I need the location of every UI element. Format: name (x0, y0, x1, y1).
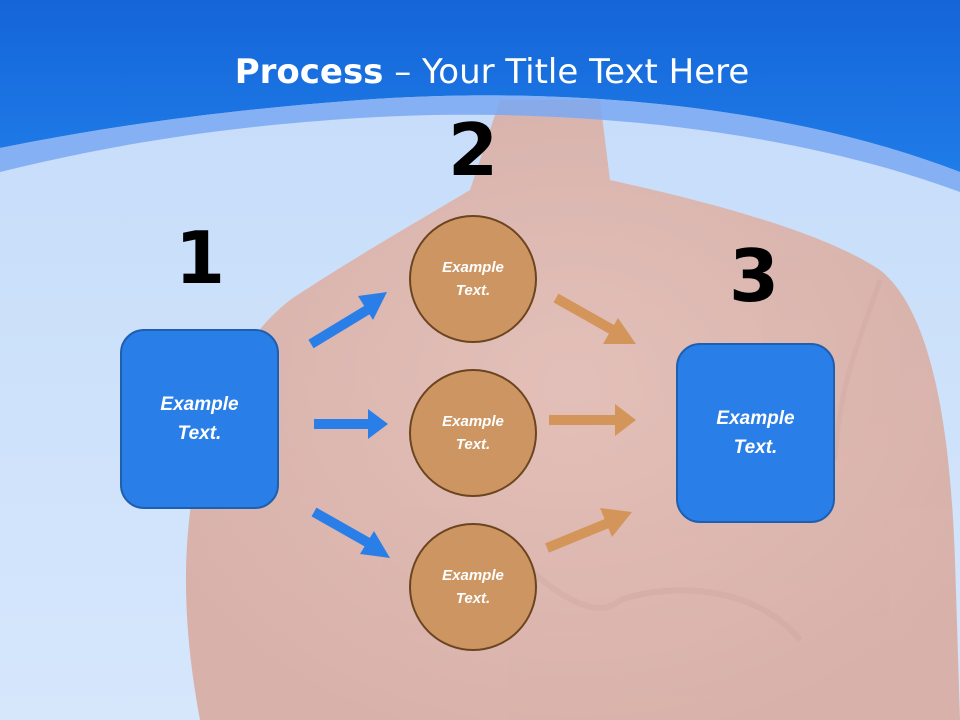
header-band (0, 0, 960, 172)
step-2-item-3-label: Example Text. (442, 567, 504, 607)
step-3-box: Example Text. (676, 343, 835, 523)
title-rest: – Your Title Text Here (383, 52, 750, 92)
step-2-circle-1: Example Text. (409, 215, 537, 343)
step-3-label: Example Text. (716, 408, 795, 458)
torso-background-image (185, 100, 960, 720)
slide-title: Process – Your Title Text Here (0, 52, 960, 92)
step-3-number: 3 (728, 234, 780, 318)
arrow-up-right-tan (545, 508, 632, 553)
arrow-down-right-blue (311, 507, 390, 558)
title-bold: Process (234, 52, 384, 92)
arrow-down-right-tan (553, 293, 636, 344)
step-2-circle-3: Example Text. (409, 523, 537, 651)
step-2-item-1-label: Example Text. (442, 259, 504, 299)
arrows (308, 292, 636, 558)
step-1-box: Example Text. (120, 329, 279, 509)
step-1-number: 1 (174, 216, 226, 300)
arrow-up-right-blue (308, 292, 387, 349)
step-2-number: 2 (447, 108, 499, 192)
arrow-right-tan (549, 404, 636, 436)
header-swoosh (0, 95, 960, 192)
step-2-item-2-label: Example Text. (442, 413, 504, 453)
step-1-label: Example Text. (160, 394, 239, 444)
step-2-circle-2: Example Text. (409, 369, 537, 497)
arrow-right-blue (314, 409, 388, 439)
